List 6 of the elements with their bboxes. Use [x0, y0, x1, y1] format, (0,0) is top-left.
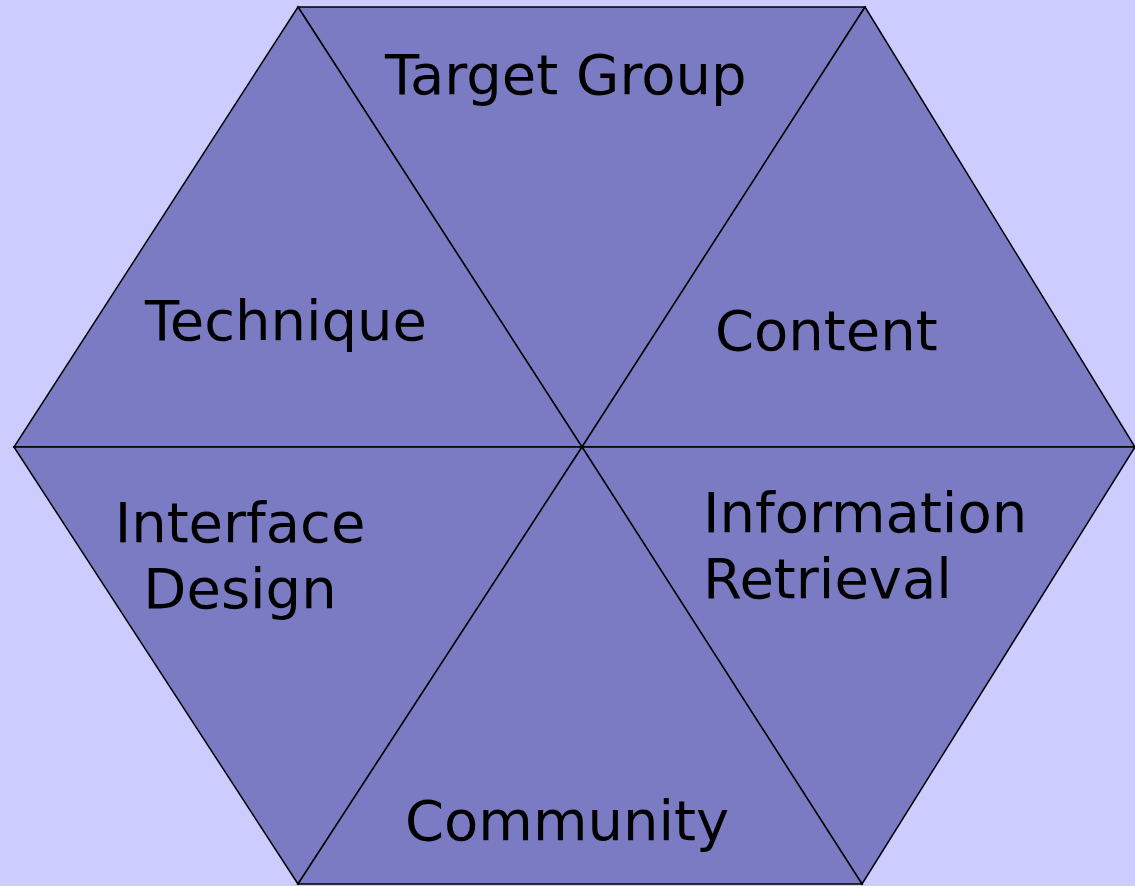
- segment-label: Target Group: [385, 42, 748, 108]
- segment-label: Community: [405, 788, 731, 854]
- segment-label: Technique: [145, 288, 428, 354]
- segment-label: Interface Design: [113, 490, 367, 622]
- segment-label: Content: [715, 298, 939, 364]
- segment-label: Information Retrieval: [703, 480, 1029, 612]
